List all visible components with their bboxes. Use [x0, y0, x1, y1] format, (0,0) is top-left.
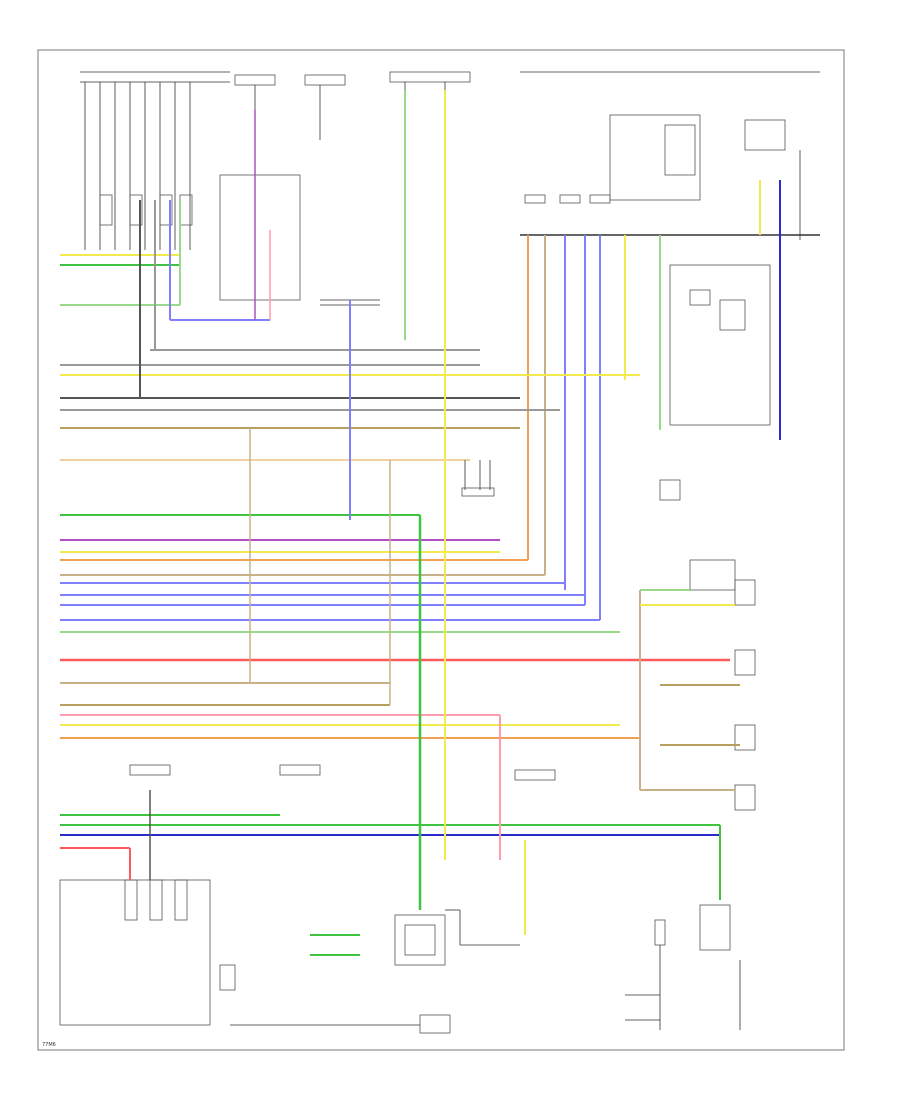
fuse-box-2 [304, 74, 346, 140]
diagram-frame [37, 49, 845, 1051]
component-switch-assembly [80, 71, 230, 250]
relay-box-center [219, 174, 380, 306]
footer-code: 77M6 [42, 1042, 56, 1048]
wires-vertical-mid [139, 90, 721, 935]
component-bottom-left [59, 790, 236, 1026]
fuse-bottom-2 [279, 764, 321, 776]
fuse-box-3 [389, 71, 471, 140]
component-right-middle [640, 479, 756, 811]
component-bottom-right [625, 904, 741, 1030]
connector-stubs-top-left [99, 194, 193, 226]
component-bottom-center [230, 909, 520, 1034]
fuse-bottom-3 [514, 769, 556, 781]
fuse-bottom-1 [129, 764, 171, 776]
component-top-right [520, 71, 820, 236]
connector-center [461, 460, 495, 497]
wires-top-right-vertical [527, 180, 781, 620]
wires-horizontal-left [60, 254, 730, 849]
component-right-module [669, 264, 771, 426]
